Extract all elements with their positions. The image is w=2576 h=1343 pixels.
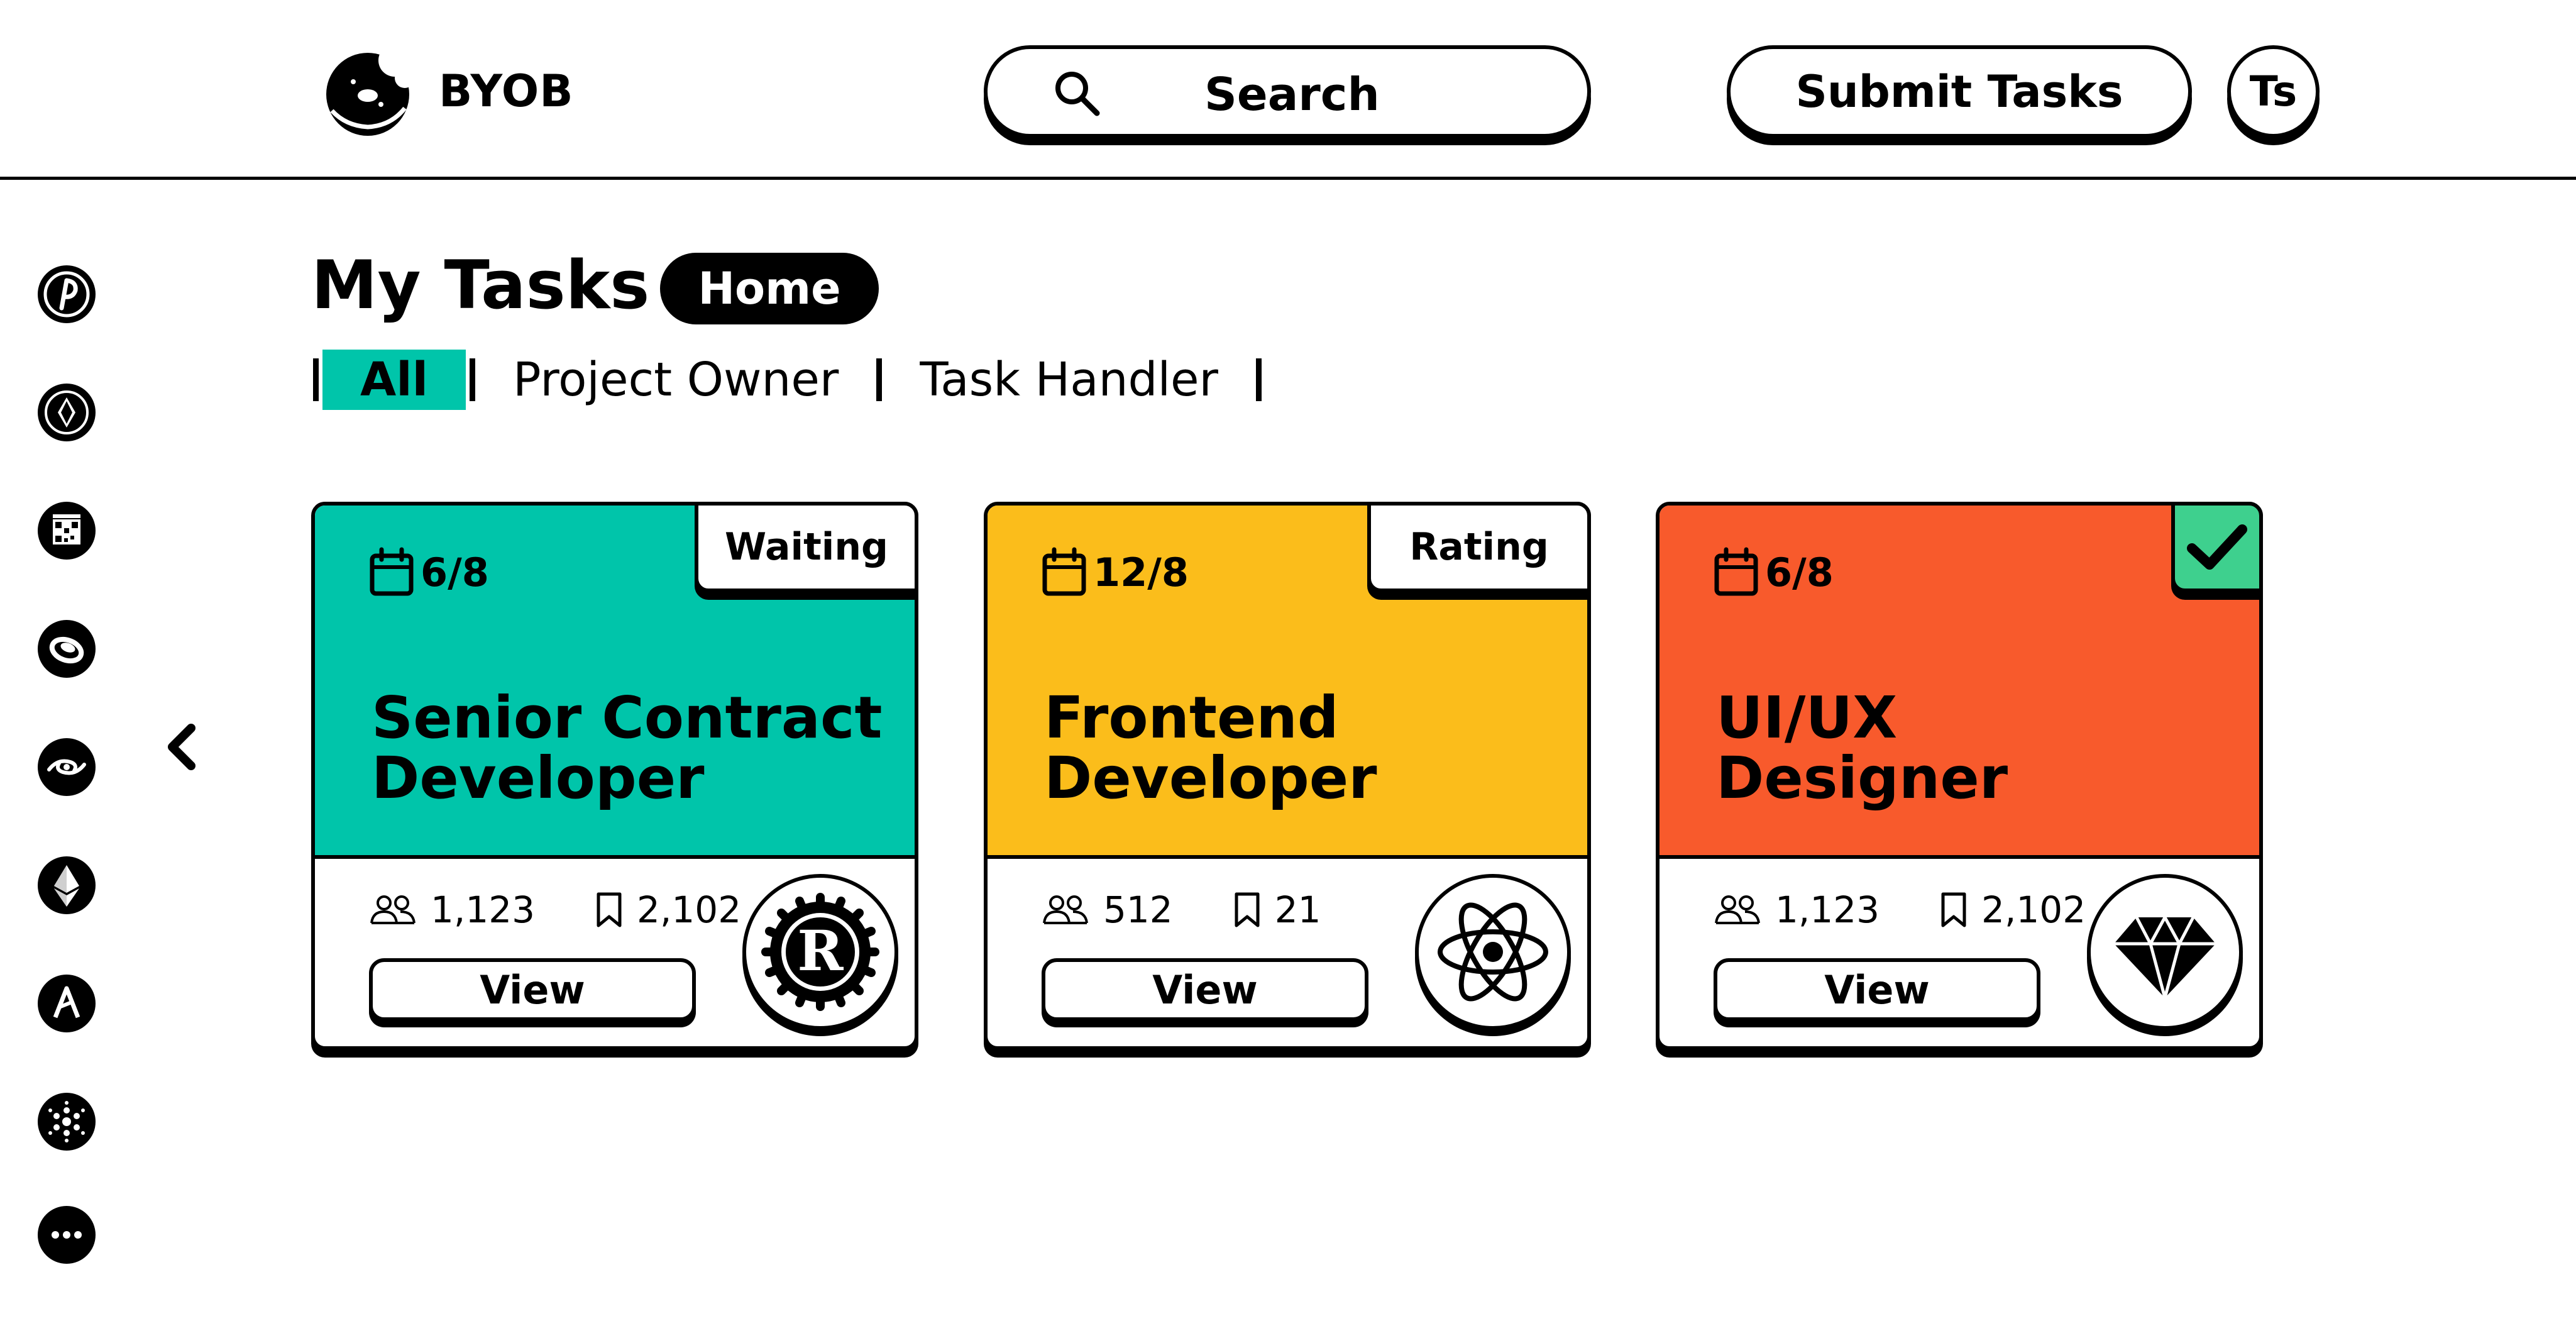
card-date: 12/8 [1042, 547, 1189, 597]
calendar-icon [1714, 547, 1758, 596]
svg-text:R: R [797, 918, 844, 983]
bookmark-count: 2,102 [1981, 888, 2086, 931]
tab-separator [313, 358, 319, 401]
tab-project-owner[interactable]: Project Owner [513, 353, 839, 407]
swirl-coin-icon[interactable] [36, 737, 97, 797]
members-icon [1715, 895, 1760, 924]
rust-logo-icon: R [742, 874, 898, 1030]
search-icon [1052, 68, 1102, 118]
card-date-text: 6/8 [421, 549, 489, 595]
more-icon[interactable] [36, 1205, 97, 1265]
card-role: UI/UX Designer [1716, 688, 2008, 809]
tab-task-handler[interactable]: Task Handler [920, 353, 1218, 407]
cardano-icon[interactable] [36, 1092, 97, 1152]
members-icon [370, 895, 416, 924]
submit-tasks-button[interactable]: Submit Tasks [1727, 45, 2192, 138]
home-badge[interactable]: Home [660, 253, 879, 324]
search-bar[interactable]: Search [984, 45, 1591, 138]
page-title: My Tasks [311, 246, 650, 324]
checkmark-icon [2187, 524, 2247, 570]
tab-separator [1255, 358, 1262, 401]
card-role-line: Developer [372, 744, 705, 812]
members-count: 1,123 [431, 888, 536, 931]
tab-separator [876, 358, 883, 401]
card-role: Senior Contract Developer [372, 688, 882, 809]
polkadot-coin-icon[interactable] [36, 264, 97, 324]
bookmark-count: 2,102 [637, 888, 742, 931]
bookmark-count: 21 [1274, 888, 1321, 931]
react-logo-icon [1415, 874, 1571, 1030]
calendar-icon [1042, 547, 1086, 596]
ethereum-icon[interactable] [36, 855, 97, 915]
search-label: Search [1204, 68, 1380, 121]
avatar[interactable]: Ts [2227, 45, 2320, 138]
ring-coin-icon[interactable] [36, 619, 97, 679]
card-divider [1660, 855, 2259, 859]
view-button[interactable]: View [369, 958, 696, 1021]
donut-icon[interactable] [321, 44, 415, 140]
card-divider [315, 855, 915, 859]
task-card[interactable]: 12/8 Rating Frontend Developer 512 21 Vi… [984, 502, 1591, 1050]
arweave-icon[interactable] [36, 973, 97, 1034]
card-date: 6/8 [369, 547, 489, 597]
card-role-line: Designer [1716, 744, 2008, 812]
card-stats: 1,123 2,102 [1714, 883, 2086, 937]
brand-name: BYOB [439, 65, 574, 117]
header-divider [0, 177, 2576, 180]
tab-separator [470, 358, 476, 401]
calendar-icon [370, 547, 414, 596]
card-date-text: 12/8 [1093, 549, 1189, 595]
sketch-logo-icon [2087, 874, 2243, 1030]
card-role-line: Frontend [1044, 684, 1339, 751]
status-badge: Rating [1367, 502, 1591, 592]
members-icon [1043, 895, 1088, 924]
status-badge [2171, 502, 2263, 592]
qr-gift-coin-icon[interactable] [36, 500, 97, 561]
diamond-coin-icon[interactable] [36, 382, 97, 443]
view-button[interactable]: View [1714, 958, 2040, 1021]
card-role-line: Senior Contract [372, 684, 883, 751]
status-badge: Waiting [695, 502, 918, 592]
bookmark-icon [1235, 892, 1260, 927]
card-divider [988, 855, 1587, 859]
task-card[interactable]: 6/8 UI/UX Designer 1,123 2,102 View [1656, 502, 2263, 1050]
card-date-text: 6/8 [1765, 549, 1834, 595]
tab-all[interactable]: All [322, 350, 466, 410]
view-button[interactable]: View [1042, 958, 1368, 1021]
card-role-line: UI/UX [1716, 684, 1898, 751]
card-header [1660, 506, 2259, 855]
filter-tabs: All Project Owner Task Handler [313, 350, 1262, 410]
members-count: 1,123 [1775, 888, 1880, 931]
card-stats: 1,123 2,102 [369, 883, 741, 937]
card-stats: 512 21 [1042, 883, 1321, 937]
bookmark-icon [597, 892, 622, 927]
card-role-line: Developer [1044, 744, 1377, 812]
card-role: Frontend Developer [1044, 688, 1377, 809]
bookmark-icon [1941, 892, 1966, 927]
members-count: 512 [1103, 888, 1173, 931]
chevron-left-icon[interactable] [162, 722, 202, 772]
task-card[interactable]: 6/8 Waiting Senior Contract Developer 1,… [311, 502, 918, 1050]
card-date: 6/8 [1714, 547, 1834, 597]
